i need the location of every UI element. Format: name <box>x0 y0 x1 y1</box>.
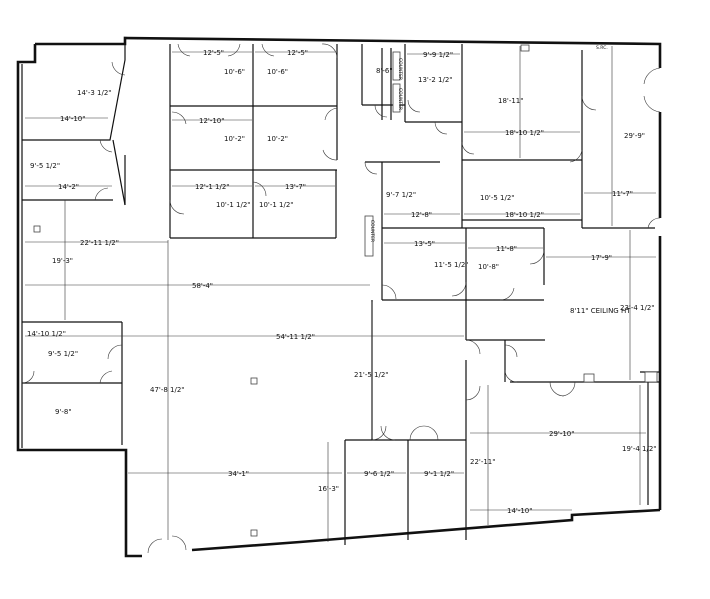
dimension-label: 10'-8" <box>478 263 499 271</box>
dimension-label: 19'-4 1/2" <box>622 445 657 453</box>
counter-block <box>364 215 374 257</box>
counter-block <box>392 83 401 113</box>
dimension-label: 47'-8 1/2" <box>150 386 185 394</box>
dimension-label: 14'-10" <box>507 507 532 515</box>
column-marker <box>33 225 41 233</box>
dimension-label: 8'-6" <box>376 67 393 75</box>
labels: S.RC. COUNTER COUNTER COUNTER 8'11" CEIL… <box>369 45 631 315</box>
dimension-label: 12'-10" <box>199 117 224 125</box>
dimension-label: 54'-11 1/2" <box>276 333 315 341</box>
dimension-label: 10'-5 1/2" <box>480 194 515 202</box>
dimension-label: 10'-1 1/2" <box>259 201 294 209</box>
equipment-marker <box>520 44 530 52</box>
dimension-label: 10'-6" <box>267 68 288 76</box>
dimension-label: 14'-2" <box>58 183 79 191</box>
dimension-label: 14'-3 1/2" <box>77 89 112 97</box>
dimension-label: 12'-5" <box>203 49 224 57</box>
dimension-label: 14'-10 1/2" <box>27 330 66 338</box>
dimension-label: 9'-7 1/2" <box>386 191 416 199</box>
ceiling-height-label: 8'11" CEILING HT <box>570 307 631 315</box>
dimension-lines <box>25 46 656 542</box>
dimension-label: 13'-2 1/2" <box>418 76 453 84</box>
dimension-label: 10'-2" <box>224 135 245 143</box>
fixtures <box>33 44 658 537</box>
column-marker <box>250 529 258 537</box>
dimension-label: 9'-1 1/2" <box>424 470 454 478</box>
dimension-label: 17'-9" <box>591 254 612 262</box>
dimension-label: 19'-3" <box>52 257 73 265</box>
src-label: S.RC. <box>596 45 608 51</box>
column-marker <box>583 373 595 383</box>
dimension-label: 18'-10 1/2" <box>505 211 544 219</box>
dimension-label: 23'-4 1/2" <box>620 304 655 312</box>
dimension-label: 10'-1 1/2" <box>216 201 251 209</box>
dimension-label: 11'-5 1/2" <box>434 261 469 269</box>
column-marker <box>644 371 658 383</box>
dimension-label: 14'-10" <box>60 115 85 123</box>
dimension-label: 22'-11" <box>470 458 495 466</box>
dimension-label: 9'-9 1/2" <box>423 51 453 59</box>
dimension-texts: 14'-3 1/2" 14'-10" 9'-5 1/2" 14'-2" 12'-… <box>27 49 657 515</box>
dimension-label: 21'-5 1/2" <box>354 371 389 379</box>
dimension-label: 12'-5" <box>287 49 308 57</box>
exterior-walls <box>16 36 662 558</box>
dimension-label: 11'-8" <box>496 245 517 253</box>
dimension-label: 10'-6" <box>224 68 245 76</box>
dimension-label: 12'-1 1/2" <box>195 183 230 191</box>
dimension-label: 10'-2" <box>267 135 288 143</box>
dimension-label: 16'-3" <box>318 485 339 493</box>
dimension-label: 13'-7" <box>285 183 306 191</box>
counter-label: COUNTER <box>397 88 403 110</box>
dimension-label: 9'-5 1/2" <box>30 162 60 170</box>
counter-label: COUNTER <box>369 220 375 242</box>
interior-walls <box>22 44 660 545</box>
dimension-label: 11'-7" <box>612 190 633 198</box>
dimension-label: 18'-11" <box>498 97 523 105</box>
dimension-label: 34'-1" <box>228 470 249 478</box>
dimension-label: 12'-8" <box>411 211 432 219</box>
column-marker <box>250 377 258 385</box>
dimension-label: 9'-8" <box>55 408 72 416</box>
dimension-label: 9'-6 1/2" <box>364 470 394 478</box>
dimension-label: 9'-5 1/2" <box>48 350 78 358</box>
dimension-label: 29'-10" <box>549 430 574 438</box>
dimension-label: 18'-10 1/2" <box>505 129 544 137</box>
counter-block <box>392 51 401 81</box>
dimension-label: 29'-9" <box>624 132 645 140</box>
dimension-label: 22'-11 1/2" <box>80 239 119 247</box>
dimension-label: 58'-4" <box>192 282 213 290</box>
door-swings <box>21 43 661 554</box>
counter-label: COUNTER <box>397 58 403 80</box>
dimension-label: 13'-5" <box>414 240 435 248</box>
